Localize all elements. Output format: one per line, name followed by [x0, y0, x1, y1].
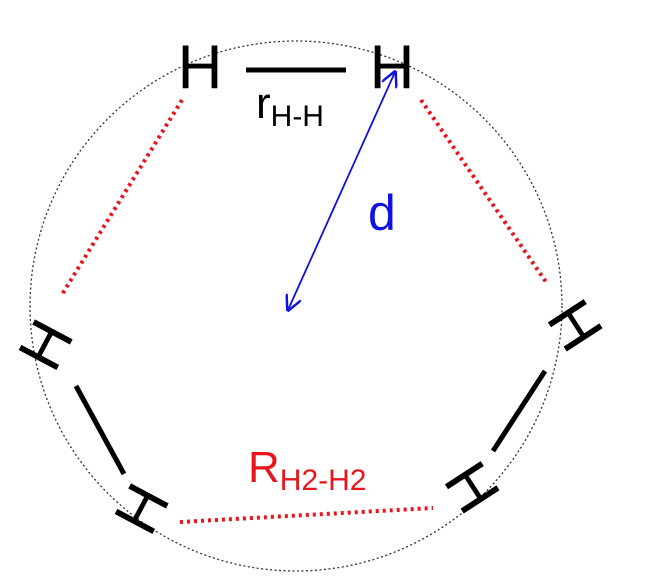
distance-arrow: [288, 72, 395, 310]
atom-right-upper: H: [533, 288, 615, 363]
label-bond-length-sub: H-H: [271, 100, 324, 133]
label-intermolecular-main: R: [248, 443, 280, 492]
atom-top-left: H: [178, 33, 223, 102]
atom-right-lower: H: [430, 450, 512, 525]
label-bond-length-main: r: [256, 79, 271, 128]
label-intermolecular: RH2-H2: [248, 443, 366, 497]
bond-right: [490, 369, 548, 453]
label-bond-length: rH-H: [256, 79, 324, 133]
atom-top-right: H: [370, 33, 415, 102]
intermolecular-link-right: [419, 98, 548, 284]
label-intermolecular-sub: H2-H2: [280, 464, 367, 497]
intermolecular-link-bottom: [179, 506, 434, 524]
label-distance: d: [368, 185, 396, 241]
atom-left-upper: H: [5, 309, 87, 381]
dotted-circle: [29, 40, 563, 572]
atom-left-lower: H: [101, 473, 183, 545]
bond-left: [73, 384, 127, 476]
intermolecular-link-left: [59, 98, 184, 298]
